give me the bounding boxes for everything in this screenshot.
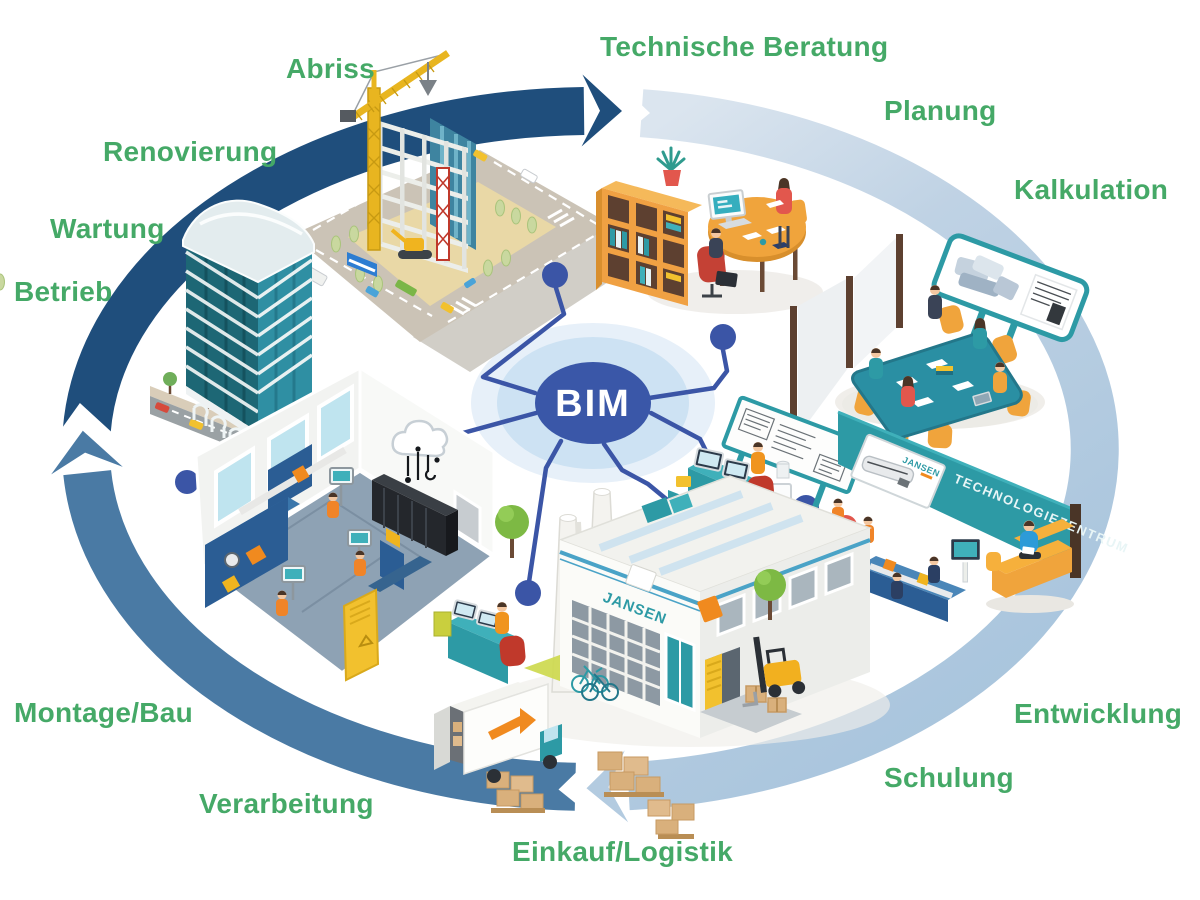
technology-center-illustration: JANSEN TECHNOLOGIEZENTRUM bbox=[832, 410, 1131, 622]
trees bbox=[495, 505, 786, 620]
worker bbox=[276, 590, 288, 616]
arrowhead-top-icon bbox=[581, 74, 622, 147]
arrowhead-bottom-icon bbox=[586, 750, 629, 823]
gap-top bbox=[596, 65, 650, 158]
board-3d-sketch bbox=[954, 255, 1019, 301]
data-circuit-icon bbox=[405, 446, 440, 483]
meeting-person bbox=[928, 285, 942, 319]
bim-node: BIM bbox=[535, 362, 651, 444]
tech-worker bbox=[891, 572, 903, 599]
meeting-person bbox=[869, 348, 883, 379]
red-lattice-mast bbox=[436, 167, 450, 261]
gap-left bbox=[39, 403, 132, 460]
logistics-worker bbox=[495, 602, 509, 634]
stage-label-betrieb: Betrieb bbox=[14, 276, 113, 307]
street-vehicles bbox=[305, 149, 538, 314]
lounge-sofa bbox=[986, 519, 1074, 598]
stage-label-schulung: Schulung bbox=[884, 762, 1014, 793]
truck-arrow-decal bbox=[488, 708, 536, 740]
tower-building bbox=[182, 199, 315, 450]
consulting-office-illustration bbox=[596, 146, 807, 306]
cloud-icon bbox=[391, 419, 449, 458]
meeting-person bbox=[973, 318, 987, 349]
arrowhead-left-icon bbox=[51, 430, 123, 475]
worker bbox=[354, 550, 366, 576]
meeting-room-illustration bbox=[790, 233, 1090, 454]
tech-wall-panel: JANSEN bbox=[850, 433, 946, 509]
binders bbox=[610, 213, 681, 287]
stage-label-wartung: Wartung bbox=[50, 213, 165, 244]
stage-label-einkauf-logistik: Einkauf/Logistik bbox=[512, 836, 734, 867]
desktop-monitor-icon bbox=[707, 189, 746, 224]
stage-label-technische-beratung: Technische Beratung bbox=[600, 31, 889, 62]
site-banner bbox=[347, 252, 377, 277]
stage-label-renovierung: Renovierung bbox=[103, 136, 278, 167]
stage-label-montage-bau: Montage/Bau bbox=[14, 697, 194, 728]
stage-label-verarbeitung: Verarbeitung bbox=[199, 788, 374, 819]
construction-site-illustration bbox=[0, 50, 612, 342]
excavator-icon bbox=[390, 228, 432, 259]
board-detail-drawings bbox=[1019, 273, 1078, 331]
bicycles bbox=[571, 665, 619, 701]
orange-sign bbox=[697, 595, 723, 623]
network-node bbox=[710, 324, 736, 350]
pallet-stacks bbox=[486, 751, 695, 839]
network-node bbox=[515, 580, 541, 606]
factory-building: JANSEN bbox=[557, 475, 873, 738]
tech-worker bbox=[928, 556, 940, 583]
tower-crane-icon bbox=[340, 50, 450, 251]
workshop-machine-large bbox=[205, 497, 300, 608]
worker bbox=[327, 492, 339, 518]
standing-advisor bbox=[766, 178, 807, 248]
meeting-person bbox=[901, 376, 915, 407]
network-line bbox=[646, 347, 730, 401]
stage-label-planung: Planung bbox=[884, 95, 997, 126]
server-rack bbox=[372, 474, 458, 556]
kiosk-screen bbox=[948, 536, 983, 583]
shopfloor-screens bbox=[281, 467, 372, 600]
network-node bbox=[542, 262, 568, 288]
logistics-desk bbox=[433, 599, 526, 684]
stage-label-abriss: Abriss bbox=[286, 53, 375, 84]
factory-illustration: JANSEN bbox=[433, 475, 873, 839]
building-frame bbox=[376, 118, 476, 273]
curved-roof bbox=[182, 199, 315, 284]
workshop-machine-small bbox=[368, 528, 432, 592]
bushes bbox=[0, 199, 537, 293]
arc-light-segment bbox=[627, 89, 1119, 811]
arc-steel-segment bbox=[63, 469, 576, 811]
network-node bbox=[175, 470, 199, 494]
stage-label-entwicklung: Entwicklung bbox=[1014, 698, 1183, 729]
bim-label: BIM bbox=[555, 383, 631, 425]
bookshelf bbox=[596, 146, 702, 306]
plant-icon bbox=[656, 146, 686, 186]
workshop-machine-row bbox=[238, 444, 347, 516]
forklift-icon bbox=[742, 636, 806, 708]
sofa-person bbox=[1019, 520, 1041, 559]
gap-bottom bbox=[558, 741, 613, 833]
ac-unit bbox=[625, 564, 657, 592]
network-line bbox=[480, 285, 567, 396]
seated-consultant bbox=[697, 228, 738, 298]
meeting-person bbox=[993, 362, 1007, 393]
network-line bbox=[526, 438, 564, 585]
delivery-truck bbox=[434, 682, 562, 783]
control-cabinet bbox=[342, 588, 380, 682]
crosswalks bbox=[449, 208, 575, 316]
stage-label-kalkulation: Kalkulation bbox=[1014, 174, 1169, 205]
